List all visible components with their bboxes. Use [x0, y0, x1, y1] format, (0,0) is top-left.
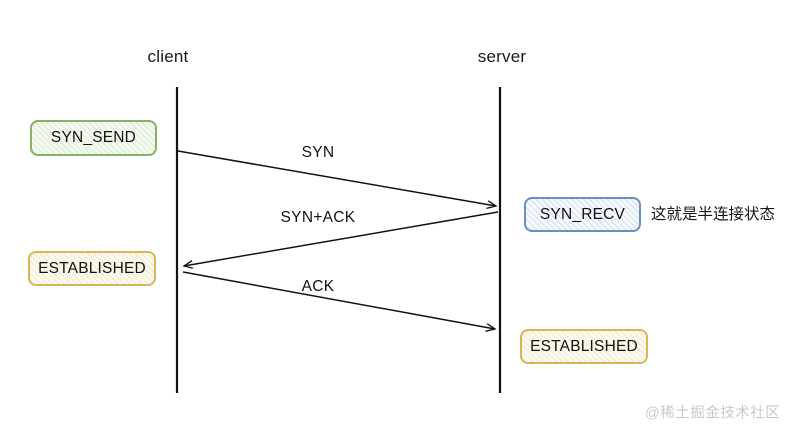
state-box-client-syn-send[interactable]: SYN_SEND [30, 120, 157, 156]
state-box-server-syn-recv[interactable]: SYN_RECV [524, 197, 641, 232]
message-label-syn-ack: SYN+ACK [280, 209, 356, 226]
arrow-syn-ack [184, 211, 499, 266]
arrow-syn [177, 150, 496, 206]
message-label-ack: ACK [301, 278, 335, 295]
state-box-client-established[interactable]: ESTABLISHED [28, 251, 156, 286]
annotation-half-open-state: 这就是半连接状态 [651, 206, 776, 223]
actor-label-client: client [147, 47, 189, 66]
arrow-ack [182, 271, 495, 329]
message-label-syn: SYN [301, 144, 335, 161]
actor-label-server: server [477, 47, 527, 66]
state-box-server-established[interactable]: ESTABLISHED [520, 329, 648, 364]
watermark: @稀土掘金技术社区 [645, 405, 781, 422]
